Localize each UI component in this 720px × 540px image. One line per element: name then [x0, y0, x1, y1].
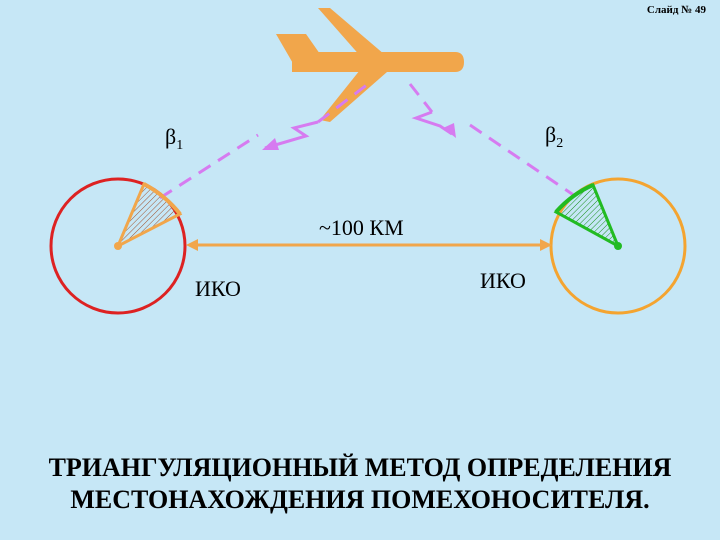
right-radar-circle: [549, 177, 687, 315]
aircraft-icon: [276, 8, 464, 122]
left-radar-indicator: [49, 177, 187, 315]
left-radar-sector-arc: [143, 182, 182, 216]
slide-number: Слайд № 49: [646, 4, 706, 16]
beta2-symbol: β: [545, 122, 557, 147]
radar-left-label: ИКО: [195, 276, 241, 301]
slide-title: ТРИАНГУЛЯЦИОННЫЙ МЕТОД ОПРЕДЕЛЕНИЯ МЕСТО…: [0, 452, 720, 516]
baseline-arrowhead-left: [186, 239, 198, 251]
right-radar-indicator: [549, 177, 687, 315]
slide-title-line-1: ТРИАНГУЛЯЦИОННЫЙ МЕТОД ОПРЕДЕЛЕНИЯ: [48, 453, 672, 482]
distance-label: ~100 КМ: [319, 215, 404, 240]
bearing-angle-label-2: β2: [545, 122, 563, 152]
bearing-lines: [159, 82, 576, 200]
bearing-line-right-upper: [408, 83, 434, 113]
aircraft-upper-wing: [318, 8, 385, 58]
baseline-arrow: [186, 239, 552, 251]
jamming-zigzag-left: [264, 120, 319, 150]
radar-right-label: ИКО: [480, 268, 526, 293]
right-radar-sector-arc: [554, 183, 594, 214]
slide-title-line-2: МЕСТОНАХОЖДЕНИЯ ПОМЕХОНОСИТЕЛЯ.: [70, 485, 650, 514]
baseline-arrowhead-right: [540, 239, 552, 251]
bearing-arrowhead-right: [443, 123, 456, 138]
bearing-line-left-upper: [317, 82, 369, 124]
beta1-subscript: 1: [176, 138, 184, 153]
left-radar-circle: [49, 177, 187, 315]
aircraft-lower-wing: [320, 70, 387, 122]
bearing-line-right-lower: [469, 123, 576, 198]
right-radar-center-dot: [614, 242, 622, 250]
bearing-line-left-lower: [159, 133, 259, 200]
bearing-angle-label-1: β1: [165, 124, 183, 154]
left-radar-center-dot: [114, 242, 122, 250]
beta1-symbol: β: [165, 124, 177, 149]
aircraft-fuselage: [292, 52, 464, 72]
bearing-arrowhead-left: [262, 138, 279, 150]
beta2-subscript: 2: [556, 136, 564, 151]
